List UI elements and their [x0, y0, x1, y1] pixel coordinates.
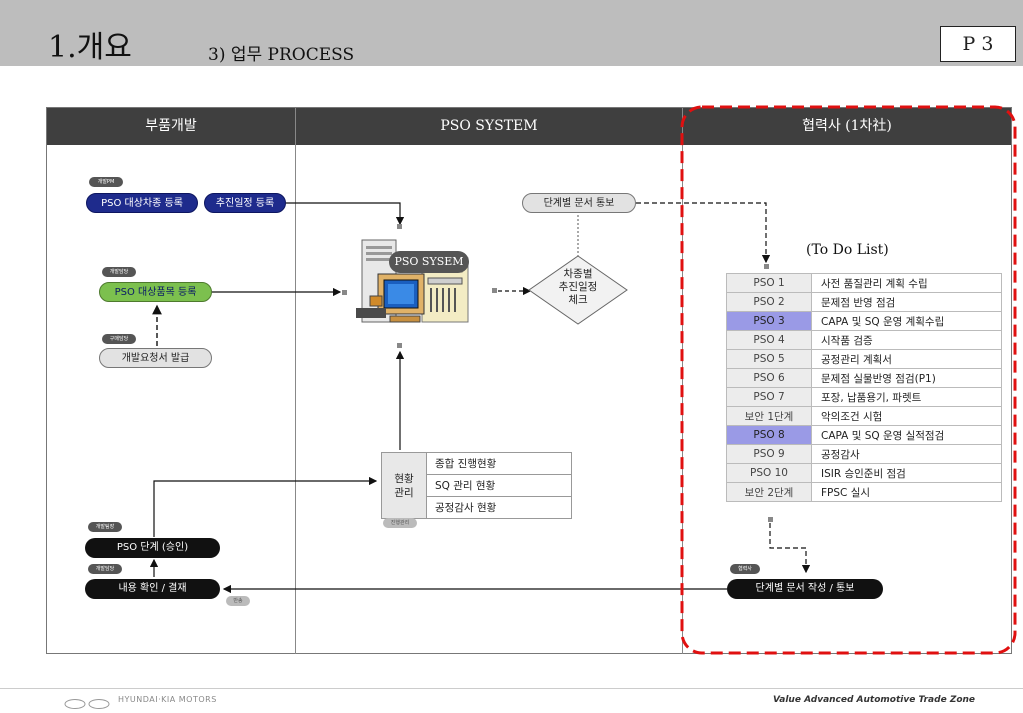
todo-description: 문제점 반영 점검	[811, 292, 1002, 312]
todo-description: ISIR 승인준비 점검	[811, 463, 1002, 483]
todo-description: CAPA 및 SQ 운영 계획수립	[811, 311, 1002, 331]
todo-description: 사전 품질관리 계획 수립	[811, 273, 1002, 293]
process-frame	[46, 107, 1012, 654]
arrow-stage-to-status	[153, 476, 378, 537]
todo-code: PSO 3	[726, 311, 812, 331]
column-header-pso-system: PSO SYSTEM	[296, 108, 682, 145]
header-bar	[0, 0, 1023, 66]
column-divider	[295, 108, 296, 654]
status-management-table: 현황 관리 종합 진행현황 SQ 관리 현황 공정감사 현황	[381, 452, 572, 519]
status-label-line: 관리	[394, 486, 414, 499]
column-header-supplier: 협력사 (1차社)	[683, 108, 1011, 145]
todo-description: 공정감사	[811, 444, 1002, 464]
footer-brand: HYUNDAI·KIA MOTORS	[118, 695, 217, 704]
todo-description: 시작품 검증	[811, 330, 1002, 350]
todo-list-title: (To Do List)	[806, 242, 889, 258]
status-item-overall[interactable]: 종합 진행현황	[426, 452, 572, 475]
register-vehicle-button[interactable]: PSO 대상차종 등록	[86, 193, 198, 213]
stage-docs-notify[interactable]: 단계별 문서 통보	[522, 193, 636, 213]
todo-row[interactable]: 보안 2단계 FPSC 실시	[726, 482, 1002, 502]
todo-code: PSO 5	[726, 349, 812, 369]
tag-return: 반송	[226, 596, 250, 606]
tag-progress: 진행관리	[383, 518, 417, 528]
todo-code: PSO 10	[726, 463, 812, 483]
todo-code: PSO 1	[726, 273, 812, 293]
schedule-check-diamond	[528, 255, 628, 325]
todo-description: 악의조건 시험	[811, 406, 1002, 426]
schedule-check-text: 차종별 추진일정 체크	[549, 268, 607, 307]
footer-divider	[0, 688, 1023, 689]
schedule-check-line: 체크	[568, 294, 588, 306]
todo-code: PSO 6	[726, 368, 812, 388]
status-item-audit[interactable]: 공정감사 현황	[426, 496, 572, 519]
tag-dev-pm: 개발PM	[89, 177, 123, 187]
write-notify-docs-button[interactable]: 단계별 문서 작성 / 통보	[727, 579, 883, 599]
schedule-check-line: 차종별	[563, 268, 593, 280]
arrow-notify-to-todo	[636, 202, 771, 264]
supplier-highlight-frame	[680, 105, 1017, 655]
confirm-approve-button[interactable]: 내용 확인 / 결재	[85, 579, 220, 599]
tag-dev-owner: 개발담당	[88, 564, 122, 574]
arrow-register-to-system	[286, 202, 405, 226]
footer-tagline: Value Advanced Automotive Trade Zone	[773, 695, 976, 705]
schedule-check-line: 추진일정	[558, 281, 598, 293]
todo-description: 공정관리 계획서	[811, 349, 1002, 369]
register-schedule-button[interactable]: 추진일정 등록	[204, 193, 286, 213]
tag-dev-team: 개발팀장	[88, 522, 122, 532]
todo-code: 보안 1단계	[726, 406, 812, 426]
dev-request-button[interactable]: 개발요청서 발급	[99, 348, 212, 368]
page-title: 1.개요	[48, 30, 132, 65]
tag-supplier: 협력사	[730, 564, 760, 574]
todo-code: PSO 8	[726, 425, 812, 445]
register-parts-button[interactable]: PSO 대상품목 등록	[99, 282, 212, 302]
pso-stage-button[interactable]: PSO 단계 (승인)	[85, 538, 220, 558]
page-number: P 3	[940, 26, 1016, 62]
arrow-todo-to-docs	[769, 523, 811, 574]
computer-server-icon	[356, 239, 469, 323]
hyundai-kia-logo	[64, 694, 112, 709]
todo-code: PSO 7	[726, 387, 812, 407]
todo-code: PSO 4	[726, 330, 812, 350]
todo-code: PSO 9	[726, 444, 812, 464]
column-divider	[682, 108, 683, 654]
status-label-line: 현황	[394, 472, 414, 485]
todo-code: 보안 2단계	[726, 482, 812, 502]
tag-purchase: 구매담당	[102, 334, 136, 344]
status-item-sq[interactable]: SQ 관리 현황	[426, 474, 572, 497]
pso-system-label: PSO SYSEM	[389, 251, 469, 273]
todo-code: PSO 2	[726, 292, 812, 312]
page-subtitle: 3) 업무 PROCESS	[208, 45, 355, 65]
todo-description: FPSC 실시	[811, 482, 1002, 502]
column-header-parts-dev: 부품개발	[47, 108, 295, 145]
status-management-label: 현황 관리	[381, 452, 427, 519]
todo-description: CAPA 및 SQ 운영 실적점검	[811, 425, 1002, 445]
todo-description: 포장, 납품용기, 파렛트	[811, 387, 1002, 407]
todo-description: 문제점 실물반영 점검(P1)	[811, 368, 1002, 388]
tag-dev-owner: 개발담당	[102, 267, 136, 277]
